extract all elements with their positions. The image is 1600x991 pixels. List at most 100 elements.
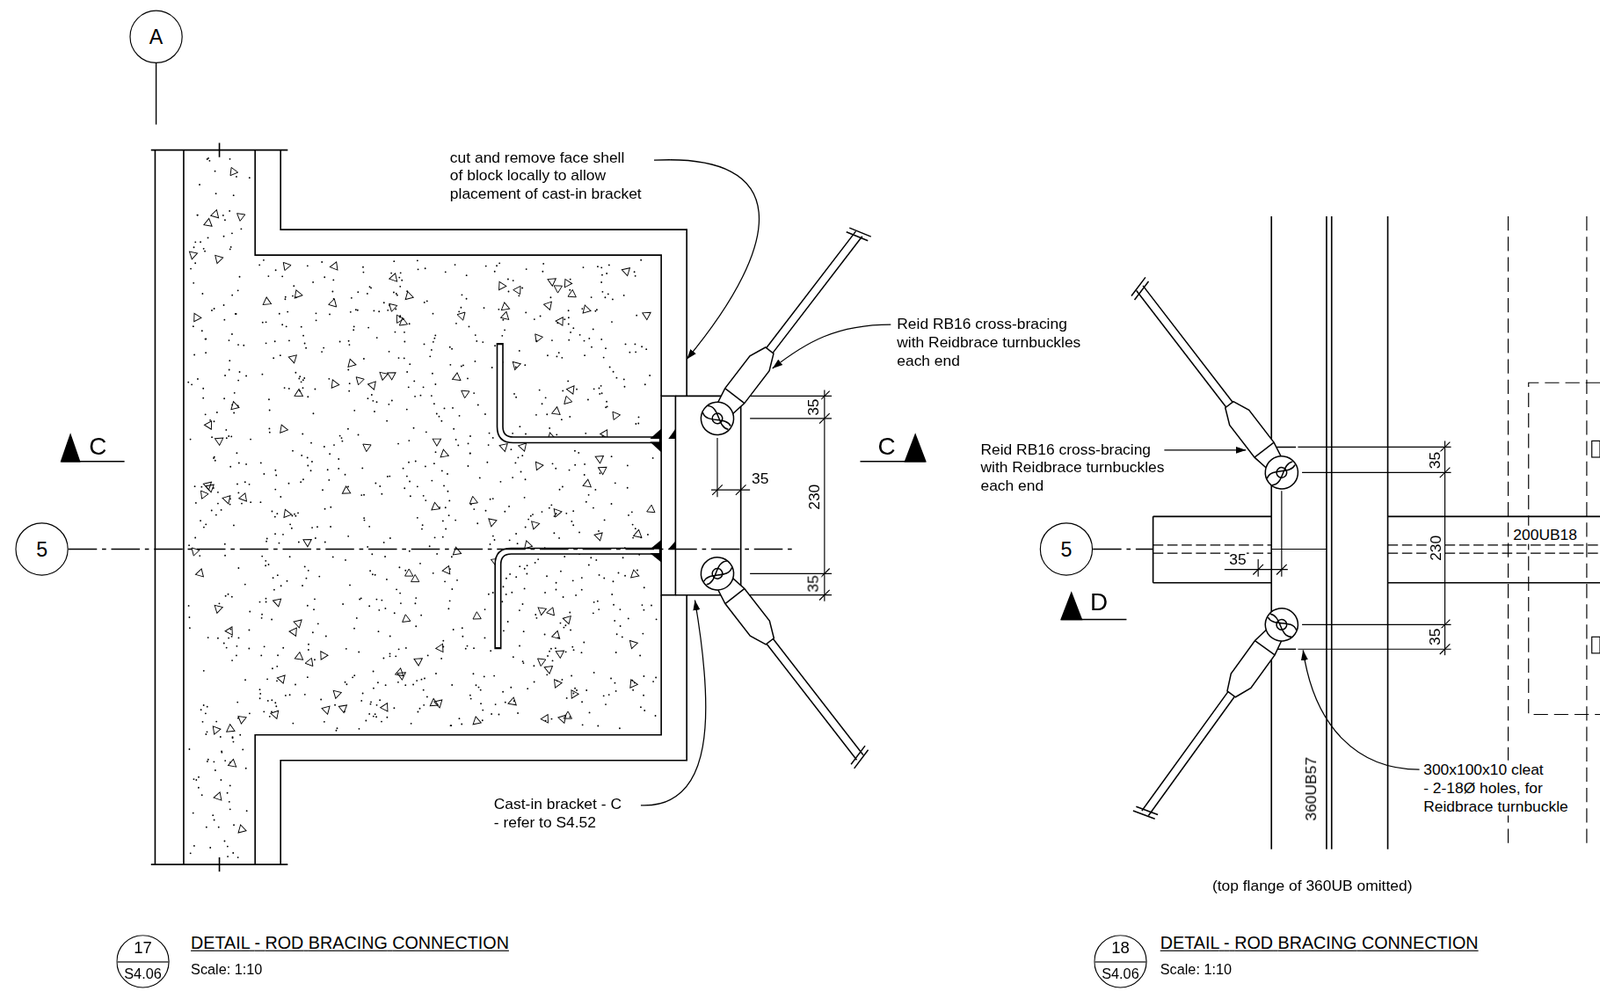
concrete-hatch — [643, 586, 646, 589]
concrete-hatch — [469, 452, 472, 455]
concrete-hatch — [388, 475, 391, 478]
concrete-hatch — [481, 719, 484, 721]
concrete-hatch — [323, 445, 326, 448]
concrete-hatch — [209, 419, 211, 422]
concrete-hatch — [352, 328, 355, 331]
concrete-hatch — [334, 704, 336, 706]
concrete-hatch — [306, 465, 309, 467]
note-text: 300x100x10 cleat - 2-18Ø holes, for Reid… — [1423, 760, 1569, 816]
concrete-hatch — [218, 826, 220, 829]
concrete-hatch — [317, 622, 320, 625]
concrete-hatch — [588, 564, 590, 567]
concrete-hatch — [652, 680, 655, 683]
concrete-hatch — [302, 334, 305, 337]
concrete-hatch — [232, 523, 235, 526]
bubble-text: 5 — [1060, 537, 1072, 561]
concrete-hatch — [225, 595, 227, 597]
concrete-hatch — [197, 776, 200, 779]
concrete-hatch — [227, 435, 230, 437]
concrete-hatch — [414, 654, 425, 666]
concrete-hatch — [634, 422, 637, 425]
concrete-hatch — [397, 681, 400, 684]
concrete-hatch — [248, 629, 251, 632]
concrete-hatch — [366, 545, 369, 548]
concrete-hatch — [323, 720, 326, 723]
concrete-hatch — [408, 550, 411, 553]
concrete-hatch — [424, 499, 427, 502]
concrete-hatch — [532, 461, 544, 472]
concrete-hatch — [590, 346, 593, 349]
concrete-hatch — [375, 598, 378, 601]
concrete-hatch — [516, 456, 519, 459]
concrete-hatch — [237, 343, 240, 346]
concrete-hatch — [290, 527, 293, 530]
concrete-hatch — [357, 434, 360, 437]
concrete-hatch — [429, 355, 431, 357]
concrete-hatch — [615, 651, 618, 654]
concrete-hatch — [548, 427, 551, 430]
concrete-hatch — [395, 292, 398, 295]
concrete-hatch — [347, 369, 350, 371]
concrete-hatch — [635, 314, 638, 317]
concrete-hatch — [475, 683, 478, 686]
concrete-hatch — [476, 522, 479, 524]
concrete-hatch — [452, 372, 464, 384]
concrete-hatch — [246, 809, 248, 812]
concrete-hatch — [276, 654, 279, 656]
concrete-hatch — [337, 458, 340, 460]
concrete-hatch — [328, 298, 340, 310]
concrete-hatch — [612, 410, 621, 420]
dimension-text: 35 — [1229, 551, 1246, 568]
concrete-hatch — [424, 465, 427, 468]
concrete-hatch — [551, 718, 553, 720]
concrete-hatch — [321, 705, 332, 715]
text-cell: S4.06 — [123, 960, 161, 987]
concrete-hatch — [567, 323, 570, 326]
concrete-hatch — [348, 343, 350, 346]
concrete-hatch — [193, 354, 196, 357]
concrete-hatch — [192, 812, 195, 815]
concrete-hatch — [540, 712, 552, 724]
concrete-hatch — [357, 651, 360, 654]
concrete-hatch — [537, 658, 546, 667]
concrete-hatch — [385, 716, 388, 719]
concrete-hatch — [224, 759, 226, 762]
concrete-hatch — [603, 694, 605, 697]
grid-bubble: A — [129, 10, 182, 64]
concrete-hatch — [654, 676, 657, 679]
note-text: (top flange of 360UB omitted) — [1212, 876, 1413, 895]
concrete-hatch — [220, 509, 223, 511]
concrete-hatch — [341, 436, 343, 439]
concrete-hatch — [348, 340, 350, 342]
concrete-hatch — [268, 427, 270, 430]
concrete-hatch — [568, 415, 571, 418]
concrete-hatch — [524, 433, 527, 436]
concrete-hatch — [324, 508, 327, 510]
concrete-hatch — [353, 373, 364, 385]
concrete-hatch — [632, 689, 634, 691]
concrete-hatch — [537, 558, 539, 560]
concrete-hatch — [363, 494, 365, 496]
concrete-hatch — [302, 386, 305, 389]
concrete-hatch — [235, 451, 238, 454]
concrete-hatch — [466, 377, 469, 379]
concrete-hatch — [426, 695, 429, 698]
concrete-hatch — [259, 692, 262, 695]
concrete-hatch — [442, 519, 444, 522]
concrete-hatch — [337, 467, 340, 470]
concrete-hatch — [568, 289, 571, 291]
concrete-hatch — [190, 383, 193, 386]
concrete-hatch — [567, 309, 570, 312]
concrete-hatch — [615, 377, 618, 379]
text-cell: S4.06 — [1101, 960, 1139, 987]
concrete-hatch — [619, 625, 622, 627]
concrete-hatch — [197, 786, 200, 789]
concrete-hatch — [474, 334, 477, 336]
concrete-hatch — [400, 279, 403, 282]
detail-reference-bubble: 17S4.06 — [116, 934, 169, 988]
concrete-hatch — [368, 604, 371, 607]
concrete-hatch — [600, 281, 603, 284]
section-letter: C — [878, 433, 896, 459]
concrete-hatch — [248, 483, 251, 486]
concrete-hatch — [276, 574, 279, 576]
